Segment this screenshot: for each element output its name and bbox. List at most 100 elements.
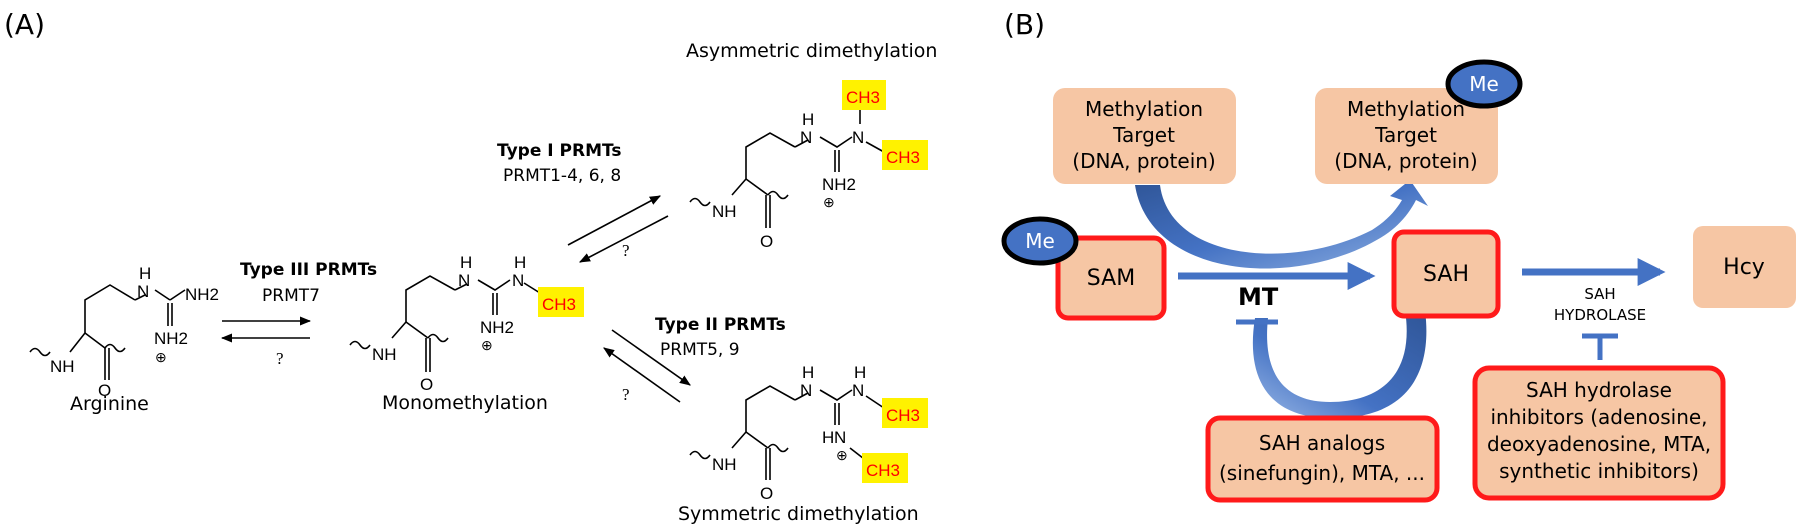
type3-reverse-label: ? xyxy=(276,349,284,368)
type1-reverse-label: ? xyxy=(622,241,630,260)
hcy-label: Hcy xyxy=(1723,255,1765,280)
type2-reverse-label: ? xyxy=(622,385,630,404)
sym-ch3-bottom: CH3 xyxy=(866,461,900,480)
type3-title: Type III PRMTs xyxy=(240,260,377,280)
panel-a-label: (A) xyxy=(4,8,45,41)
sym-n3-label: N xyxy=(834,428,846,447)
target-left-line3: (DNA, protein) xyxy=(1072,149,1215,173)
sah-box xyxy=(1391,229,1501,319)
asym-ch3-top: CH3 xyxy=(846,88,880,107)
asym-charge: ⊕ xyxy=(823,194,835,210)
mono-o-label: O xyxy=(420,375,433,394)
hydrolase-label-line1: SAH xyxy=(1584,285,1615,303)
mt-label: MT xyxy=(1238,283,1279,311)
arginine-n-label: N xyxy=(137,282,149,301)
hydrolase-inhibitors-line3: deoxyadenosine, MTA, xyxy=(1487,432,1711,456)
sym-caption: Symmetric dimethylation xyxy=(678,503,919,525)
sam-label: SAM xyxy=(1087,266,1135,291)
sym-nh-label: NH xyxy=(712,455,737,474)
me-badge-sam xyxy=(1001,216,1079,266)
mono-charge: ⊕ xyxy=(481,337,493,353)
me-badge-sam-label: Me xyxy=(1025,229,1055,253)
me-badge-target xyxy=(1445,59,1523,109)
mono-nh2-label: NH2 xyxy=(480,318,514,337)
sam-box xyxy=(1055,235,1167,321)
hydrolase-inhibitors-box xyxy=(1472,365,1726,501)
arginine-charge: ⊕ xyxy=(155,349,167,365)
monomethyl-structure: NH O N H N H CH3 NH2 ⊕ xyxy=(349,253,584,394)
arginine-h-label: H xyxy=(139,264,151,283)
arginine-caption: Arginine xyxy=(70,393,149,415)
methylation-curve-arrow xyxy=(1135,180,1428,269)
feedback-curve-arrow xyxy=(1252,310,1427,419)
sym-h3-label: H xyxy=(822,428,834,447)
sym-o-label: O xyxy=(760,484,773,503)
target-right-line1: Methylation xyxy=(1347,97,1465,121)
type1-forward-arrow xyxy=(567,195,661,246)
arginine-o-label: O xyxy=(98,381,111,400)
sym-methyl2-highlight xyxy=(862,453,908,483)
mono-h-label: H xyxy=(460,253,472,272)
asym-nh-label: NH xyxy=(712,202,737,221)
type1-members: PRMT1-4, 6, 8 xyxy=(503,166,621,186)
asym-methyl1-highlight xyxy=(842,80,886,110)
type2-title: Type II PRMTs xyxy=(655,315,786,335)
asym-ch3-right: CH3 xyxy=(886,148,920,167)
asym-h-label: H xyxy=(802,110,814,129)
hydrolase-inhibitors-line1: SAH hydrolase xyxy=(1526,378,1672,402)
asym-n-label: N xyxy=(800,128,812,147)
type1-title: Type I PRMTs xyxy=(497,141,621,161)
mono-methyl-highlight xyxy=(538,287,584,317)
sah-analogs-line1: SAH analogs xyxy=(1259,431,1385,455)
sym-methyl1-highlight xyxy=(882,398,928,428)
type3-members: PRMT7 xyxy=(262,286,320,306)
sah-analogs-box xyxy=(1205,415,1440,503)
hydrolase-inhibitors-line4: synthetic inhibitors) xyxy=(1499,459,1699,483)
type2-reverse-arrow xyxy=(603,347,681,403)
arginine-nh2-bottom-label: NH2 xyxy=(154,329,188,348)
arginine-structure: NH O N H NH2 NH2 ⊕ xyxy=(29,264,219,400)
type2-reaction: Type II PRMTs PRMT5, 9 ? xyxy=(603,315,786,404)
mono-caption: Monomethylation xyxy=(382,392,548,414)
hcy-box xyxy=(1693,226,1796,308)
asym-n2-label: N xyxy=(852,128,864,147)
type1-reaction: Type I PRMTs PRMT1-4, 6, 8 ? xyxy=(497,141,669,263)
mono-ch3-label: CH3 xyxy=(542,295,576,314)
target-right-line3: (DNA, protein) xyxy=(1334,149,1477,173)
mono-n2-label: N xyxy=(512,271,524,290)
sah-analogs-line2: (sinefungin), MTA, ... xyxy=(1219,461,1425,485)
sym-h-label: H xyxy=(802,363,814,382)
mono-nh-label: NH xyxy=(372,345,397,364)
sah-label: SAH xyxy=(1423,262,1469,287)
asym-nh2-label: NH2 xyxy=(822,175,856,194)
symmetric-structure: NH O N H N H CH3 H N ⊕ CH3 xyxy=(689,363,928,503)
target-left-box xyxy=(1053,88,1236,184)
type1-reverse-arrow xyxy=(579,215,669,263)
sym-n-label: N xyxy=(800,381,812,400)
mono-n-label: N xyxy=(458,271,470,290)
type2-forward-arrow xyxy=(611,329,691,386)
sym-n2-label: N xyxy=(852,381,864,400)
asym-methyl2-highlight xyxy=(882,140,928,170)
panel-b-label: (B) xyxy=(1004,8,1045,41)
hydrolase-label-line2: HYDROLASE xyxy=(1554,306,1646,324)
asymmetric-structure: Asymmetric dimethylation NH O N H N CH3 … xyxy=(686,40,937,251)
target-right-line2: Target xyxy=(1374,123,1437,147)
mono-h2-label: H xyxy=(514,253,526,272)
type3-reaction: Type III PRMTs PRMT7 ? xyxy=(220,260,377,368)
sym-h2-label: H xyxy=(854,363,866,382)
target-right-box xyxy=(1315,88,1498,184)
sym-charge: ⊕ xyxy=(836,447,848,463)
sym-ch3-top: CH3 xyxy=(886,406,920,425)
target-left-line1: Methylation xyxy=(1085,97,1203,121)
me-badge-target-label: Me xyxy=(1469,72,1499,96)
type2-members: PRMT5, 9 xyxy=(660,340,740,360)
asym-caption: Asymmetric dimethylation xyxy=(686,40,937,62)
target-left-line2: Target xyxy=(1112,123,1175,147)
hydrolase-inhibitors-line2: inhibitors (adenosine, xyxy=(1490,405,1707,429)
asym-o-label: O xyxy=(760,232,773,251)
arginine-nh2-top-label: NH2 xyxy=(185,285,219,304)
arginine-nh-label: NH xyxy=(50,357,75,376)
